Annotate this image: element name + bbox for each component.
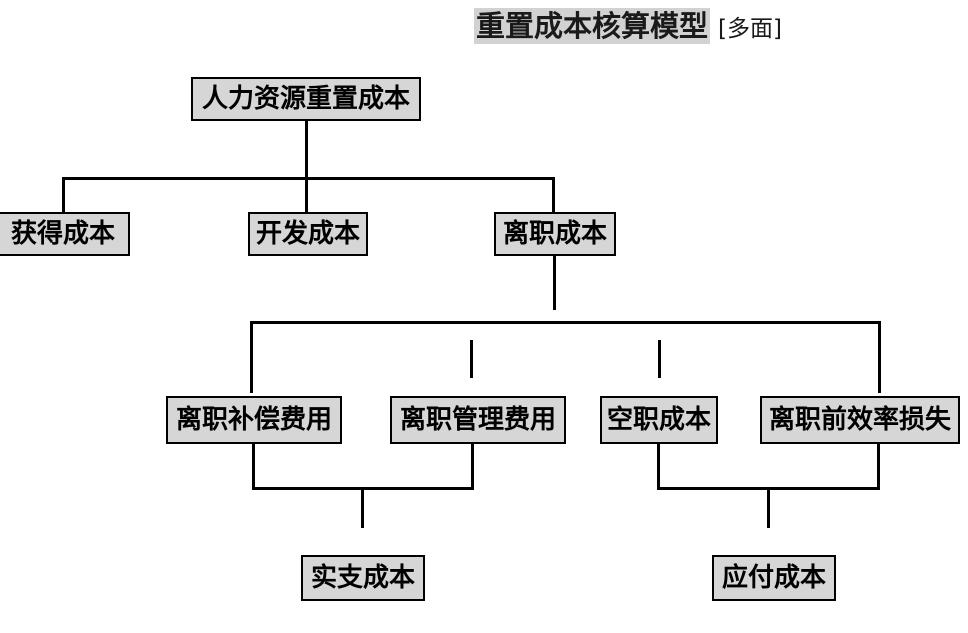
node-separation-compensation-fee[interactable]: 离职补偿费用: [166, 396, 342, 444]
connector-merge-left-stem-a: [252, 444, 255, 490]
connector-level3-drop-compensation: [250, 321, 253, 393]
connector-merge-right-stem-a: [657, 444, 660, 490]
node-separation-cost[interactable]: 离职成本: [494, 212, 616, 256]
node-payable-cost[interactable]: 应付成本: [712, 555, 836, 601]
connector-level2-drop-right: [552, 177, 555, 213]
connector-level2-drop-middle: [305, 177, 308, 213]
node-acquisition-cost[interactable]: 获得成本: [0, 212, 130, 256]
diagram-title-suffix: [多面]: [718, 16, 782, 42]
connector-level3-drop-efficiency-loss: [878, 321, 881, 393]
connector-level3-drop-management: [470, 340, 473, 378]
node-root[interactable]: 人力资源重置成本: [191, 77, 421, 121]
connector-level3-bus: [250, 321, 881, 324]
node-actual-payment-cost[interactable]: 实支成本: [301, 555, 425, 601]
node-vacancy-cost[interactable]: 空职成本: [600, 396, 718, 444]
node-development-cost[interactable]: 开发成本: [248, 212, 368, 256]
connector-merge-left-stem-b: [471, 444, 474, 490]
connector-separation-stem: [553, 256, 556, 310]
connector-level3-drop-vacancy: [658, 340, 661, 378]
connector-level2-drop-left: [62, 177, 65, 213]
diagram-title-main: 重置成本核算模型: [474, 8, 711, 45]
node-pre-separation-efficiency-loss[interactable]: 离职前效率损失: [760, 396, 960, 444]
diagram-title: 重置成本核算模型 [多面]: [474, 8, 782, 45]
connector-merge-right-drop: [767, 487, 770, 528]
node-separation-management-fee[interactable]: 离职管理费用: [390, 396, 566, 444]
connector-level2-bus: [62, 177, 555, 180]
connector-merge-left-drop: [361, 487, 364, 528]
connector-root-stem: [305, 121, 308, 179]
connector-merge-right-stem-b: [877, 444, 880, 490]
